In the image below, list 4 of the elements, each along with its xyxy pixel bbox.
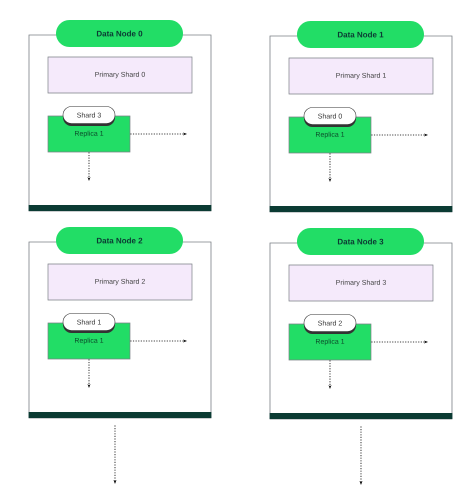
title-pill: Data Node 1 <box>297 21 424 48</box>
title-pill: Data Node 3 <box>297 228 424 255</box>
title-pill: Data Node 2 <box>56 227 183 254</box>
title-pill: Data Node 0 <box>56 20 183 47</box>
